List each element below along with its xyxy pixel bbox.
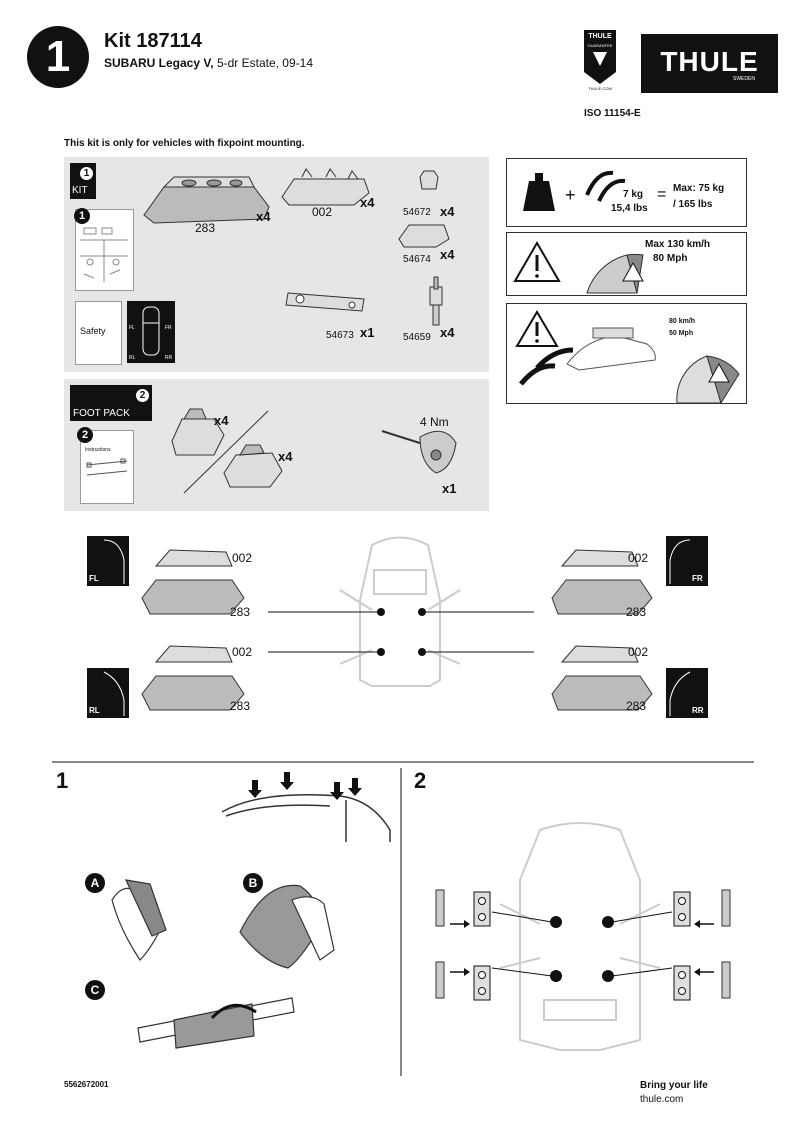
safety-booklet: Safety (75, 301, 122, 365)
fr-top-code: 002 (628, 551, 649, 565)
torque-label: 4 Nm (420, 415, 449, 429)
kit-instructions-booklet: 1 (74, 208, 134, 291)
vehicle-model: SUBARU Legacy V, (104, 56, 214, 70)
footpack-illustration (171, 408, 457, 494)
footpack-booklet-circle (77, 427, 93, 443)
footpack-box: 2 FOOT PACK 2 Instructions x4 x4 4 Nm x1 (64, 379, 489, 511)
vehicle-detail: 5-dr Estate, 09-14 (216, 56, 313, 70)
kit-badge-label: KIT (72, 185, 88, 196)
website: thule.com (640, 1094, 684, 1105)
rr-top-code: 002 (628, 645, 649, 659)
kit-badge-number: 1 (83, 168, 90, 179)
part-002-code: 002 (312, 205, 333, 219)
logo-brand: THULE (660, 46, 759, 77)
vehicle-line: SUBARU Legacy V, 5-dr Estate, 09-14 (104, 56, 313, 70)
step-1-heading: 1 (56, 768, 69, 793)
logo-country: SWEDEN (733, 76, 755, 82)
part-54673-qty: x1 (360, 325, 375, 340)
footpack-badge: 2 FOOT PACK (70, 385, 152, 421)
guarantee-text: GUARANTEE (587, 43, 613, 48)
pos-rl: RL (129, 355, 136, 361)
pos-fr: FR (165, 325, 172, 331)
load-weight-lbs: 15,4 lbs (611, 203, 648, 214)
guarantee-site: THULE.COM (588, 86, 612, 91)
iso-label: ISO 11154-E (584, 108, 641, 119)
guarantee-badge: THULE GUARANTEE THULE.COM (582, 28, 618, 94)
step-circle (27, 26, 89, 88)
booklet-number: 1 (78, 210, 86, 222)
part-283-code: 283 (195, 221, 216, 235)
pos-label-rl: RL (89, 706, 100, 715)
safety-label: Safety (80, 326, 106, 336)
car-position-card: FL FR RL RR (127, 301, 175, 363)
fixpoint-notice: This kit is only for vehicles with fixpo… (64, 138, 305, 149)
footpack-booklet-number: 2 (81, 429, 89, 441)
pos-label-rr: RR (692, 706, 704, 715)
wind-speed-mph: 50 Mph (669, 330, 694, 337)
footpack-badge-label: FOOT PACK (73, 408, 130, 419)
part-54673-code: 54673 (326, 330, 354, 341)
speed-warning-panel: Max 130 km/h 80 Mph (506, 232, 747, 296)
part-54659-code: 54659 (403, 332, 431, 343)
step-2-heading: 2 (414, 768, 427, 793)
pos-rr: RR (165, 355, 173, 361)
part-54674-qty: x4 (440, 247, 455, 262)
kit-badge: 1 KIT (70, 163, 96, 199)
part-002-qty: x4 (360, 195, 375, 210)
pos-fl: FL (129, 325, 135, 331)
rr-bottom-code: 283 (626, 699, 647, 713)
kit-badge-circle (80, 167, 93, 180)
kit-title: Kit 187114 (104, 30, 202, 52)
tagline: Bring your life (640, 1080, 708, 1091)
part-54672-qty: x4 (440, 204, 455, 219)
substep-c: C (90, 983, 100, 997)
part-54674-code: 54674 (403, 254, 431, 265)
booklet-circle (74, 208, 90, 224)
step-number: 1 (45, 32, 71, 81)
load-weight: 7 kg (623, 189, 644, 200)
substep-b: B (248, 876, 258, 890)
thule-logo: THULE SWEDEN (641, 34, 778, 93)
substep-a: A (90, 876, 100, 890)
fl-bottom-code: 283 (230, 605, 251, 619)
rl-top-code: 002 (232, 645, 253, 659)
max-load: Max: 75 kg (673, 183, 725, 194)
footpack-badge-circle (136, 389, 149, 402)
pos-label-fr: FR (692, 574, 703, 583)
footpack-instructions-booklet: 2 Instructions (77, 427, 134, 504)
guarantee-brand: THULE (588, 33, 612, 40)
kit-box: 1 KIT 1 Safety FL FR RL RR (64, 157, 489, 372)
footpack-badge-number: 2 (139, 390, 146, 401)
footpack-booklet-title: Instructions (85, 447, 111, 453)
wind-speed: 80 km/h (669, 318, 696, 325)
svg-text:+: + (565, 185, 576, 205)
max-speed: Max 130 km/h (645, 239, 711, 250)
foot-2-qty: x4 (278, 449, 293, 464)
pos-label-fl: FL (89, 574, 99, 583)
kit-parts-illustration (143, 168, 450, 326)
tool-qty: x1 (442, 481, 457, 496)
load-warning-panel: + = 7 kg 15,4 lbs Max: 75 kg / 165 lbs (506, 158, 747, 227)
fr-bottom-code: 283 (626, 605, 647, 619)
max-load-lbs: / 165 lbs (673, 199, 713, 210)
doc-number: 5562672001 (64, 1080, 109, 1089)
part-54659-qty: x4 (440, 325, 455, 340)
max-speed-mph: 80 Mph (653, 253, 688, 264)
fl-top-code: 002 (232, 551, 253, 565)
part-283-qty: x4 (256, 209, 271, 224)
foot-1-qty: x4 (214, 413, 229, 428)
rl-bottom-code: 283 (230, 699, 251, 713)
part-54672-code: 54672 (403, 207, 431, 218)
svg-text:=: = (657, 186, 666, 203)
wind-warning-panel: 80 km/h 50 Mph (506, 303, 747, 404)
